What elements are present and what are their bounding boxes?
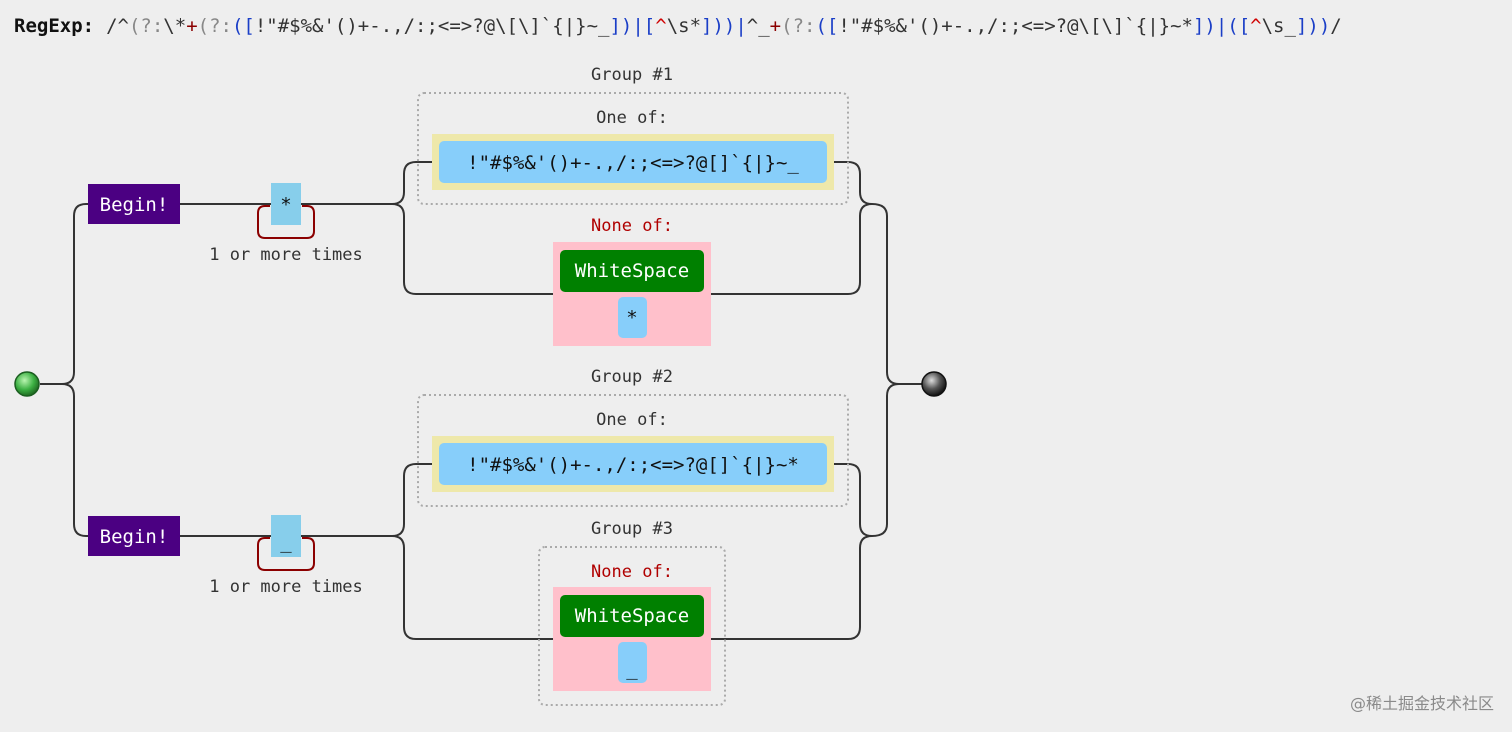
connector-lines (40, 161, 922, 640)
regexp-token: ^ (655, 15, 667, 37)
group-1-label: Group #1 (591, 65, 673, 85)
negated-literal-1 (618, 297, 647, 338)
regexp-token: (?: (128, 15, 164, 37)
regexp-token: \* (163, 15, 187, 37)
one-of-label-1: One of: (596, 108, 668, 128)
svg-text:WhiteSpace: WhiteSpace (575, 605, 689, 627)
regexp-source: /^(?:\*+(?:([!"#$%&'()+-.,/:;<=>?@\[\]`{… (106, 15, 1342, 37)
regexp-label: RegExp: (14, 15, 95, 37)
group-3: Group #3 None of: WhiteSpace _ (538, 519, 726, 706)
regexp-token: ([ (815, 15, 839, 37)
regexp-token: / (1330, 15, 1342, 37)
regexp-token: (?: (781, 15, 816, 37)
svg-text:Begin!: Begin! (100, 526, 169, 548)
repeat-loop-2 (257, 537, 315, 571)
regexp-token: + (186, 15, 198, 37)
regexp-token: ([ (231, 15, 255, 37)
svg-text:*: * (280, 194, 291, 216)
regexp-token: ])|[ (609, 15, 656, 37)
repeat-label-1: 1 or more times (209, 245, 363, 265)
svg-text:_: _ (280, 531, 292, 553)
regexp-header: RegExp: /^(?:\*+(?:([!"#$%&'()+-.,/:;<=>… (14, 10, 1342, 42)
charset-1-chars: !"#$%&'()+-.,/:;<=>?@[]`{|}~_ (467, 152, 799, 174)
watermark: @稀土掘金技术社区 (1349, 694, 1494, 713)
regexp-token: /^ (106, 15, 129, 37)
whitespace-box-2 (560, 595, 704, 637)
regexp-token: ^ (1250, 15, 1262, 37)
start-node (14, 371, 40, 397)
begin-anchor-1: Begin! (88, 184, 180, 224)
begin-anchor-2: Begin! (88, 516, 180, 556)
repeat-literal-2: _ 1 or more times (209, 515, 363, 597)
regexp-token: ])) (1295, 15, 1331, 37)
one-of-label-2: One of: (596, 410, 668, 430)
svg-text:_: _ (626, 658, 638, 680)
repeat-literal-1: * 1 or more times (209, 183, 363, 265)
regexp-token: + (769, 15, 782, 37)
group-3-label: Group #3 (591, 519, 673, 539)
regexp-token: !"#$%&'()+-.,/:;<=>?@\[\]`{|}~_ (254, 15, 610, 37)
end-node (921, 371, 947, 397)
whitespace-box-1 (560, 250, 704, 292)
regexp-token: ]))| (701, 15, 747, 37)
regexp-token: (?: (197, 15, 232, 37)
none-of-label-1: None of: (591, 216, 673, 236)
negated-literal-2 (618, 642, 647, 683)
literal-box-2 (271, 515, 301, 557)
svg-text:*: * (626, 307, 637, 329)
group-2-label: Group #2 (591, 367, 673, 387)
none-of-label-2: None of: (591, 562, 673, 582)
regexp-token: ])|([ (1192, 15, 1251, 37)
negated-set-1: None of: WhiteSpace * (553, 216, 711, 346)
svg-text:Begin!: Begin! (100, 194, 169, 216)
group-2: Group #2 One of: !"#$%&'()+-.,/:;<=>?@[]… (417, 367, 849, 507)
regexp-token: \s_ (1261, 15, 1296, 37)
charset-2-chars: !"#$%&'()+-.,/:;<=>?@[]`{|}~* (467, 454, 799, 476)
svg-text:WhiteSpace: WhiteSpace (575, 260, 689, 282)
regexp-token: !"#$%&'()+-.,/:;<=>?@\[\]`{|}~* (838, 15, 1193, 37)
group-1: Group #1 One of: !"#$%&'()+-.,/:;<=>?@[]… (417, 65, 849, 205)
regexp-token: ^_ (746, 15, 770, 37)
repeat-loop-1 (257, 205, 315, 239)
regexp-token: \s* (666, 15, 702, 37)
literal-box-1 (271, 183, 301, 225)
repeat-label-2: 1 or more times (209, 577, 363, 597)
